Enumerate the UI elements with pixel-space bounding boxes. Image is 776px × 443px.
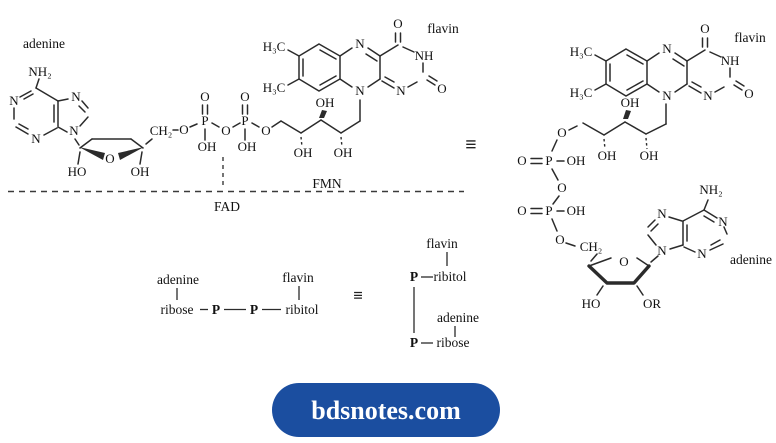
schematic2-p2-label: P <box>410 335 418 350</box>
right-flavin-o4-label: O <box>700 21 709 36</box>
schematic2-ribose-label: ribose <box>437 335 470 350</box>
equivalence-symbol-bottom: ≡ <box>353 286 363 305</box>
right-adenine-n7-label: N <box>657 206 667 221</box>
right-flavin-nh-label: NH <box>721 53 740 68</box>
left-ribitol-chain: OH OH OH <box>280 95 361 160</box>
right-p1-dbl-o-label: O <box>517 153 526 168</box>
p1-dbl-o-label: O <box>200 89 209 104</box>
left-flavin-o2-label: O <box>437 81 446 96</box>
p2-ester-o-label: O <box>261 123 270 138</box>
right-adenine-nh2-label: NH₂ <box>699 182 722 197</box>
p2-oh-label: OH <box>238 139 257 154</box>
right-adenine-n9-label: N <box>657 243 667 258</box>
p1-label: P <box>201 113 208 128</box>
right-p2-dbl-o-label: O <box>517 203 526 218</box>
right-bridge-o-label: O <box>557 180 566 195</box>
right-ribose-or-label: OR <box>643 296 661 311</box>
right-flavin-ch3-bottom-label: H₃C <box>570 85 593 100</box>
right-adenine-n1-label: N <box>718 214 728 229</box>
left-ribitol-oh-top-label: OH <box>316 95 335 110</box>
equivalence-symbol-top: ≡ <box>465 134 476 156</box>
right-ribose-ho-label: HO <box>582 296 601 311</box>
left-ribitol-oh1-label: OH <box>294 145 313 160</box>
footer-site-label: bdsnotes.com <box>311 396 461 425</box>
left-flavin-o4-label: O <box>393 16 402 31</box>
schematic-p2-label: P <box>250 302 258 317</box>
right-flavin-ring: H₃C H₃C N N NH N O O flavin <box>570 21 766 135</box>
left-adenine-ring: adenine NH₂ N N N N <box>9 36 89 146</box>
footer-badge[interactable]: bdsnotes.com <box>272 383 500 437</box>
right-pyrophosphate-group: O P OH O O P OH O CH₂ <box>517 139 603 262</box>
right-flavin-o2-label: O <box>744 86 753 101</box>
schematic-p1-label: P <box>212 302 220 317</box>
schematic2-adenine-label: adenine <box>437 310 479 325</box>
left-flavin-n10-label: N <box>355 83 365 98</box>
left-flavin-ring: H₃C H₃C N N NH N O O flavin <box>263 16 459 98</box>
fad-label: FAD <box>214 199 240 214</box>
right-flavin-n5-label: N <box>662 41 672 56</box>
schematic2-p1-label: P <box>410 269 418 284</box>
right-p1-label: P <box>545 153 552 168</box>
left-ester-o-label: O <box>179 122 188 137</box>
right-flavin-n10-label: N <box>662 88 672 103</box>
right-flavin-n1-label: N <box>703 88 713 103</box>
right-p1-oh-label: OH <box>567 153 586 168</box>
left-ribose-ch2-label: CH₂ <box>150 123 173 138</box>
footer-badge-pill[interactable] <box>272 383 500 437</box>
pyrophosphate-group: O P OH O P O OH O <box>198 89 282 154</box>
schematic-adenine-label: adenine <box>157 272 199 287</box>
left-flavin-ch3-bottom-label: H₃C <box>263 80 286 95</box>
schematic-flavin-label: flavin <box>282 270 314 285</box>
right-p2-ester-o-label: O <box>555 232 564 247</box>
schematic-ribose-label: ribose <box>161 302 194 317</box>
right-p2-oh-label: OH <box>567 203 586 218</box>
right-ribitol-oh1-label: OH <box>598 148 617 163</box>
p2-label: P <box>241 113 248 128</box>
schematic2-ribitol-label: ribitol <box>434 269 467 284</box>
left-adenine-n3-label: N <box>31 131 41 146</box>
right-ribose-o-label: O <box>619 254 628 269</box>
schematic-folded-form: flavin P ribitol adenine P ribose <box>410 236 479 350</box>
right-flavin-title: flavin <box>734 30 766 45</box>
left-adenine-nh2-label: NH₂ <box>28 64 51 79</box>
left-flavin-n1-label: N <box>396 83 406 98</box>
left-flavin-ch3-top-label: H₃C <box>263 39 286 54</box>
p2-dbl-o-label: O <box>240 89 249 104</box>
left-adenine-n9-label: N <box>69 123 79 138</box>
left-ribose-ho-label: HO <box>68 164 87 179</box>
left-ribitol-oh2-label: OH <box>334 145 353 160</box>
right-adenine-ring: N N NH₂ N N adenine <box>647 182 772 267</box>
right-ribose-ring: O HO OR <box>582 254 662 311</box>
fmn-label: FMN <box>312 176 342 191</box>
right-p2-label: P <box>545 203 552 218</box>
right-ch2-label: CH₂ <box>580 239 603 254</box>
left-adenine-title: adenine <box>23 36 65 51</box>
left-ribose-o-label: O <box>105 151 114 166</box>
schematic-linear-form: adenine ribose P P ribitol flavin <box>157 270 319 317</box>
p1-oh-label: OH <box>198 139 217 154</box>
right-flavin-ch3-top-label: H₃C <box>570 44 593 59</box>
schematic2-flavin-label: flavin <box>426 236 458 251</box>
bridge-o-label: O <box>221 123 230 138</box>
schematic-ribitol-label: ribitol <box>286 302 319 317</box>
left-adenine-n7-label: N <box>71 89 81 104</box>
right-adenine-title: adenine <box>730 252 772 267</box>
right-ribitol-chain: O OH OH OH <box>557 95 658 163</box>
left-ribose-oh-label: OH <box>131 164 150 179</box>
right-ribitol-o-label: O <box>557 125 566 140</box>
left-ribose-ring: O HO OH CH₂ O <box>68 122 198 179</box>
left-adenine-bonds <box>13 78 89 146</box>
left-adenine-n1-label: N <box>9 93 19 108</box>
right-ribitol-oh-top-label: OH <box>621 95 640 110</box>
right-ribitol-oh2-label: OH <box>640 148 659 163</box>
fmn-fad-divider: FMN FAD <box>8 157 464 214</box>
left-flavin-n5-label: N <box>355 36 365 51</box>
right-adenine-n3-label: N <box>697 246 707 261</box>
left-flavin-title: flavin <box>427 21 459 36</box>
left-flavin-nh-label: NH <box>415 48 434 63</box>
